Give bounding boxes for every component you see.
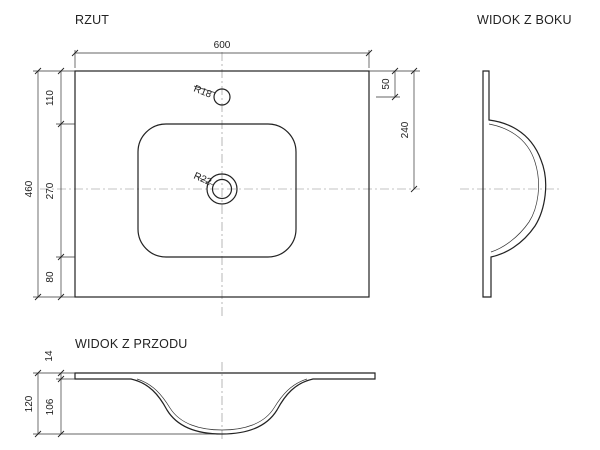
front-profile	[74, 372, 376, 435]
drain-outer	[206, 173, 238, 205]
total-height-tick-bottom	[34, 430, 42, 438]
total-depth-tick-bottom	[34, 293, 42, 301]
width-dimension-label: 600	[214, 40, 231, 51]
offset-tick-top	[391, 67, 399, 75]
bowl-outline	[137, 123, 297, 258]
front-margin-label: 80	[45, 271, 56, 283]
width-tick-left	[71, 49, 79, 57]
bowl-depth-label: 270	[45, 182, 56, 199]
chain-tick-2	[57, 120, 65, 128]
drain-inner	[211, 178, 233, 200]
total-height-label: 120	[24, 395, 35, 412]
front-chain-tick-2	[57, 375, 65, 383]
tap-hole-radius-leader	[193, 85, 217, 94]
drain-center-label: 240	[400, 121, 411, 138]
tap-hole-radius-label: R18	[192, 84, 214, 101]
front-view-title: WIDOK Z PRZODU	[75, 337, 188, 351]
total-height-tick-top	[34, 369, 42, 377]
total-depth-label: 460	[24, 180, 35, 197]
offset-tick-bottom	[391, 93, 399, 101]
top-view-title: RZUT	[75, 13, 109, 27]
side-inner-profile	[488, 123, 539, 253]
countertop-outline	[74, 70, 370, 298]
chain-tick-3	[57, 253, 65, 261]
top-margin-label: 110	[45, 90, 56, 106]
top-view: R18 R22 600 460 110 270 80	[24, 40, 420, 318]
side-view-title: WIDOK Z BOKU	[477, 13, 572, 27]
width-tick-right	[365, 49, 373, 57]
front-chain-tick-3	[57, 430, 65, 438]
drain-center-tick-top	[410, 67, 418, 75]
chain-tick-4	[57, 293, 65, 301]
total-depth-tick-top	[34, 67, 42, 75]
drain-radius-label: R22	[192, 171, 214, 189]
side-view	[460, 70, 560, 298]
bowl-height-label: 106	[45, 398, 56, 415]
edge-offset-label: 50	[381, 78, 392, 90]
front-inner-profile	[136, 378, 308, 431]
top-thickness-label: 14	[44, 350, 55, 362]
front-chain-tick-1	[57, 369, 65, 377]
drain-center-tick-bottom	[410, 185, 418, 193]
front-view: 120 14 106	[24, 350, 376, 440]
drain-radius-leader	[195, 175, 214, 186]
tap-hole	[213, 88, 231, 106]
side-profile	[482, 70, 547, 298]
chain-tick-1	[57, 67, 65, 75]
